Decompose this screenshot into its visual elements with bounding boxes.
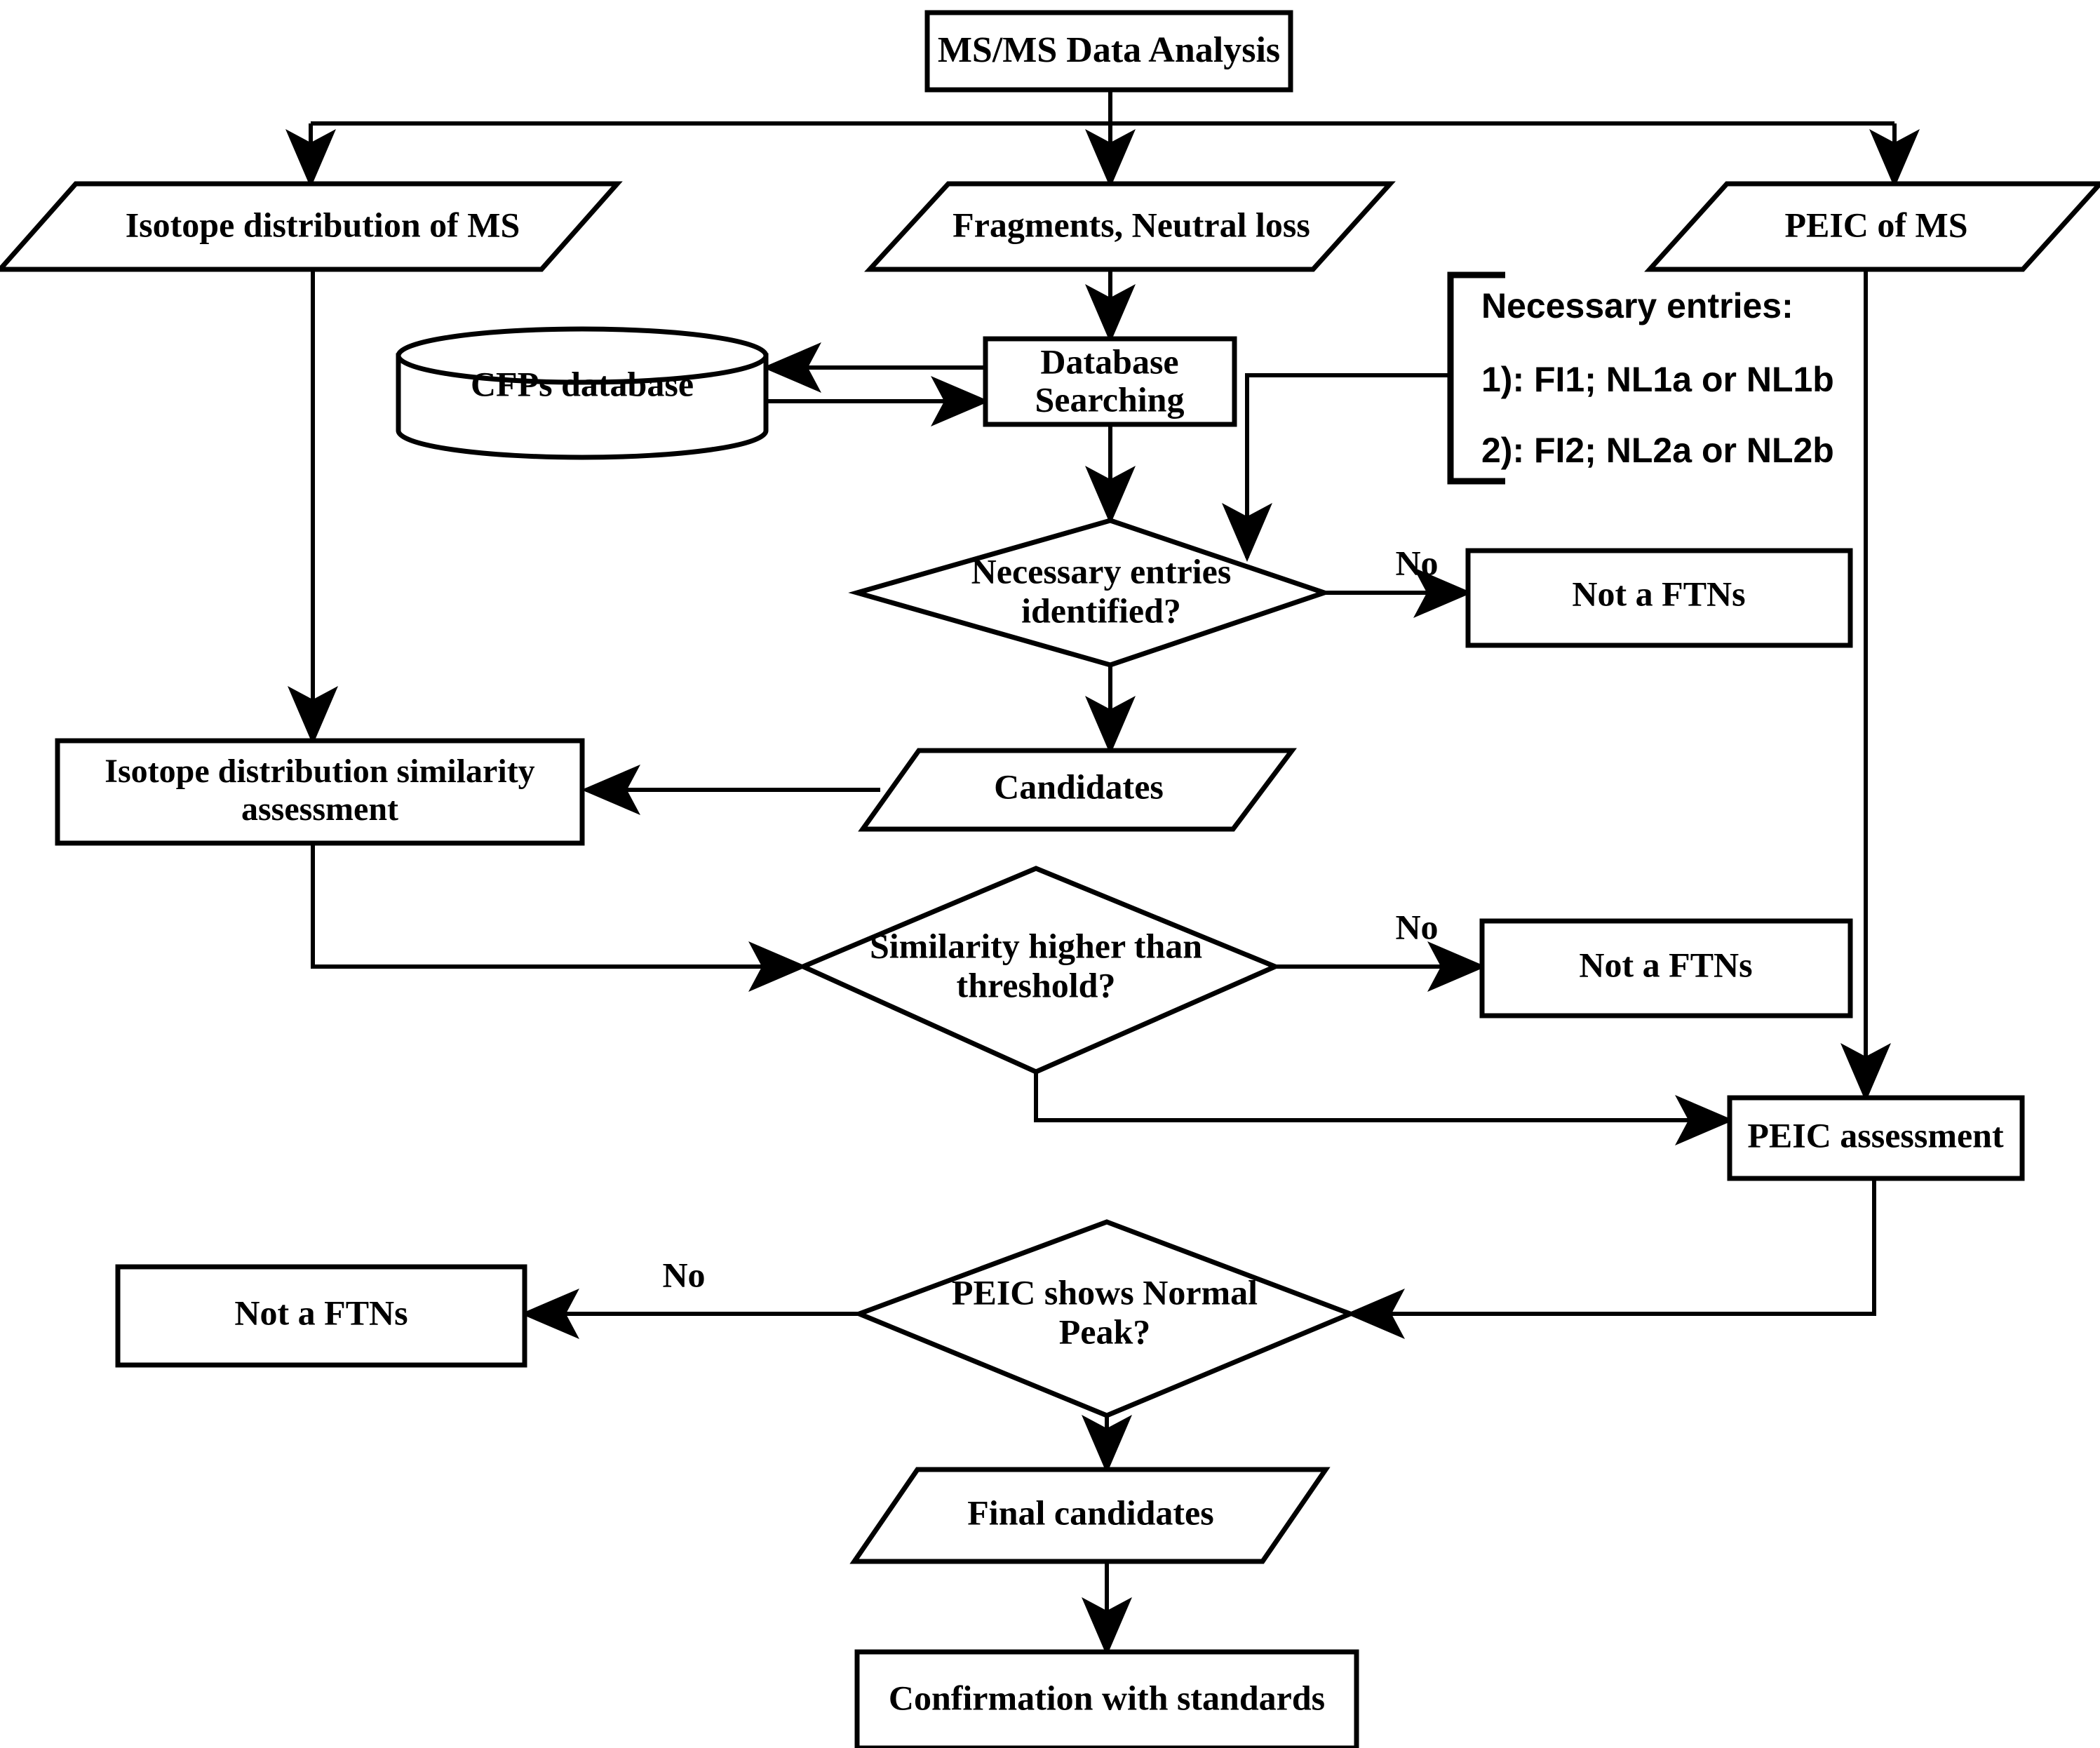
edge-label-no-similarity: No <box>1395 907 1438 946</box>
node-decision-similarity-line1: Similarity higher than <box>870 926 1202 965</box>
node-candidates[interactable]: Candidates <box>858 748 1297 832</box>
node-cfps-database-label: CFPs database <box>471 364 694 403</box>
node-decision-entries-line1: Necessary entries <box>971 551 1232 591</box>
node-confirmation-label: Confirmation with standards <box>889 1678 1325 1717</box>
node-isotope-input[interactable]: Isotope distribution of MS <box>0 181 623 272</box>
node-peic-input-label: PEIC of MS <box>1784 205 1967 244</box>
node-final-candidates-label: Final candidates <box>967 1493 1213 1532</box>
annotation-item-2: 2): FI2; NL2a or NL2b <box>1481 431 1834 470</box>
node-start-label: MS/MS Data Analysis <box>938 30 1280 70</box>
node-peic-assessment-label: PEIC assessment <box>1747 1115 2004 1155</box>
node-confirmation[interactable]: Confirmation with standards <box>854 1649 1359 1748</box>
node-decision-similarity[interactable]: Similarity higher than threshold? <box>797 866 1281 1075</box>
node-candidates-label: Candidates <box>994 767 1164 806</box>
annotation-item-1: 1): FI1; NL1a or NL1b <box>1481 360 1834 399</box>
edge-peic-assessment-to-decision-peic <box>1346 1178 1876 1339</box>
node-start[interactable]: MS/MS Data Analysis <box>924 10 1293 93</box>
node-decision-peic-line2: Peak? <box>1059 1312 1151 1351</box>
node-isotope-similarity-line2: assessment <box>241 791 398 828</box>
node-decision-entries[interactable]: Necessary entries identified? <box>848 518 1332 668</box>
node-not-ftns-1-label: Not a FTNs <box>1572 574 1745 613</box>
annotation-necessary-entries: Necessary entries: 1): FI1; NL1a or NL1b… <box>1447 271 1834 485</box>
node-fragments-input-label: Fragments, Neutral loss <box>953 205 1310 244</box>
node-db-search-line1: Database <box>1040 342 1178 381</box>
edge-similarity-box-to-decision <box>311 842 807 992</box>
edge-start-to-bus <box>311 90 1894 126</box>
node-isotope-input-label: Isotope distribution of MS <box>126 205 520 244</box>
edge-decision-similarity-to-peic-assessment <box>1034 1072 1734 1145</box>
node-not-ftns-1[interactable]: Not a FTNs <box>1465 548 1853 648</box>
node-not-ftns-3-label: Not a FTNs <box>234 1293 408 1332</box>
node-db-search-line2: Searching <box>1035 379 1185 419</box>
edge-annotation-to-decision-entries <box>1222 373 1451 562</box>
node-peic-input[interactable]: PEIC of MS <box>1644 181 2100 272</box>
node-not-ftns-3[interactable]: Not a FTNs <box>115 1264 527 1368</box>
edge-label-no-entries: No <box>1395 543 1438 582</box>
node-decision-similarity-line2: threshold? <box>957 965 1116 1004</box>
node-peic-assessment[interactable]: PEIC assessment <box>1727 1095 2025 1181</box>
node-isotope-similarity[interactable]: Isotope distribution similarity assessme… <box>55 738 585 846</box>
edge-label-no-peic: No <box>662 1255 705 1294</box>
annotation-heading: Necessary entries: <box>1481 286 1793 325</box>
node-decision-entries-line2: identified? <box>1021 591 1181 630</box>
node-not-ftns-2-label: Not a FTNs <box>1579 945 1752 984</box>
node-cfps-database[interactable]: CFPs database <box>396 326 769 460</box>
node-isotope-similarity-line1: Isotope distribution similarity <box>105 753 534 790</box>
node-decision-peic[interactable]: PEIC shows Normal Peak? <box>852 1219 1357 1418</box>
node-db-search[interactable]: Database Searching <box>983 336 1237 427</box>
node-final-candidates[interactable]: Final candidates <box>849 1467 1331 1564</box>
node-not-ftns-2[interactable]: Not a FTNs <box>1479 918 1853 1018</box>
node-fragments-input[interactable]: Fragments, Neutral loss <box>864 181 1396 272</box>
node-decision-peic-line1: PEIC shows Normal <box>952 1272 1258 1312</box>
